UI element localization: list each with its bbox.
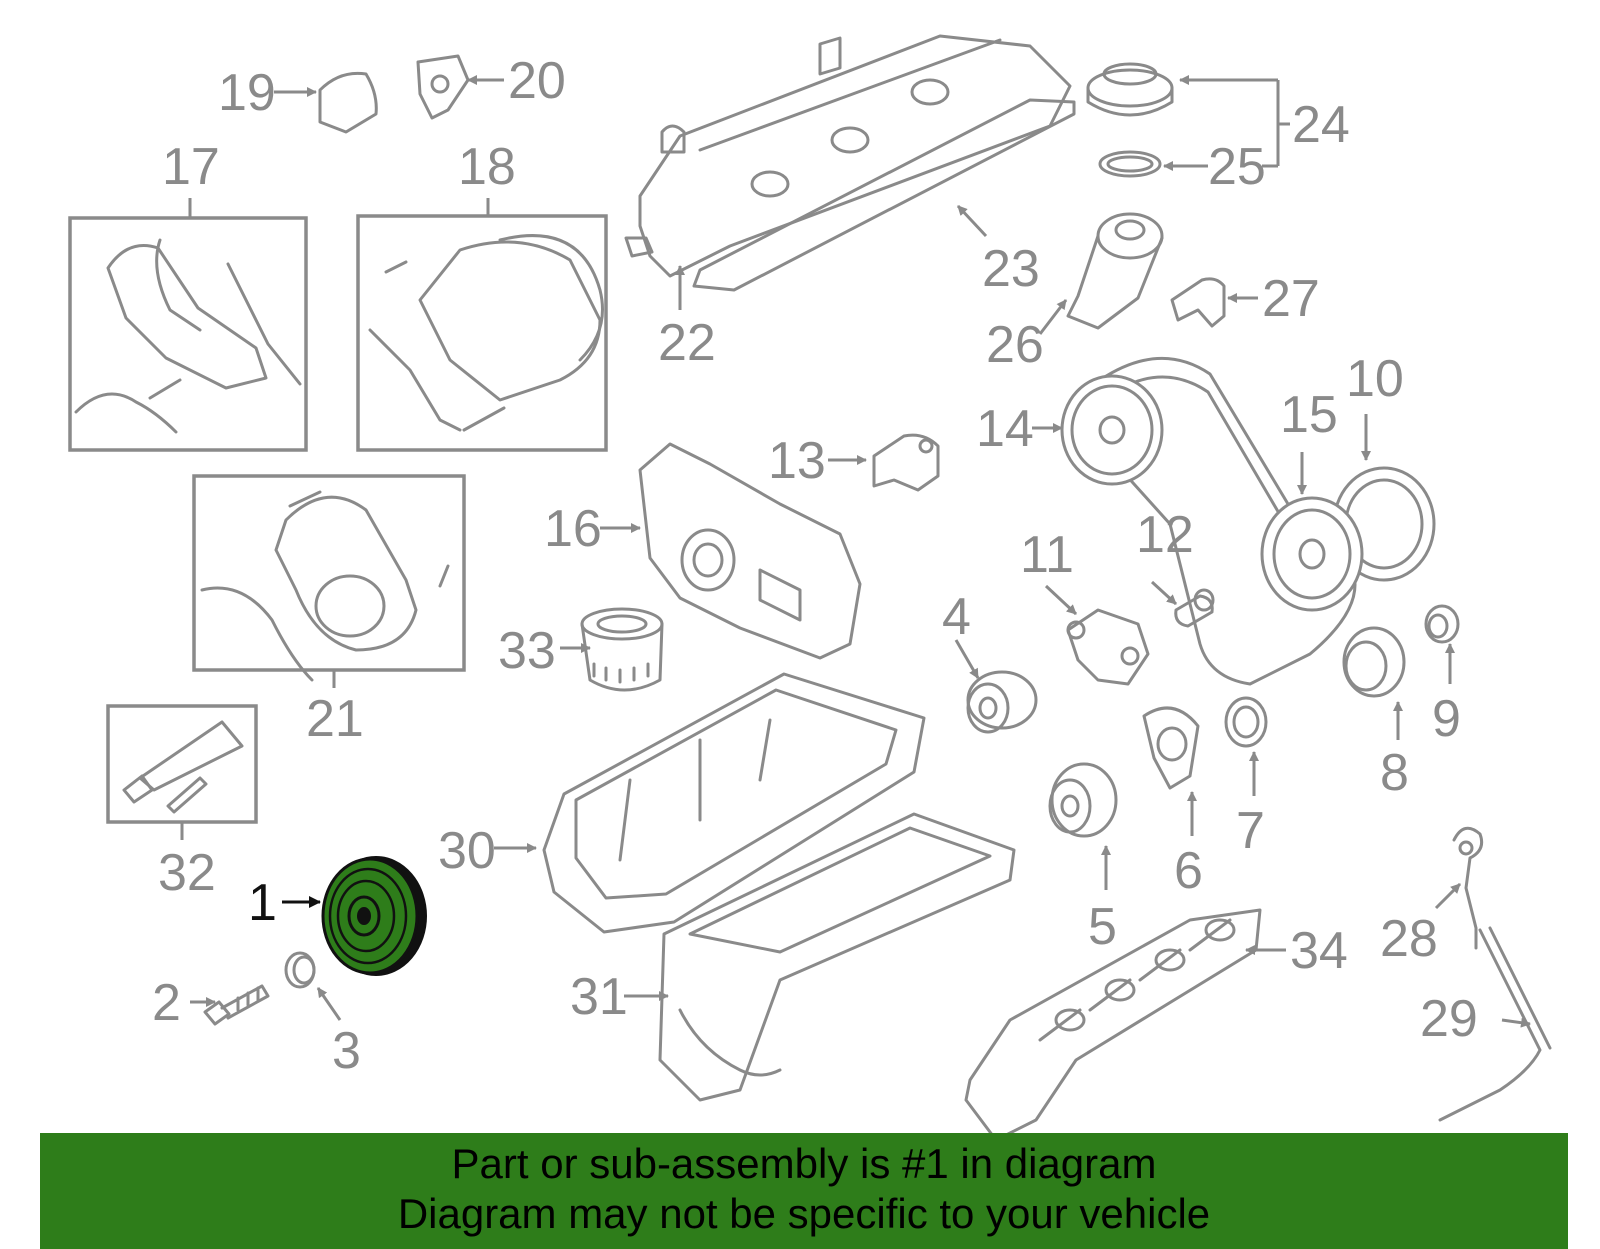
part-23-valve-cover-gasket [692,98,1076,292]
callout-23: 23 [982,240,1040,298]
callout-33: 33 [498,622,556,680]
callout-29: 29 [1420,990,1478,1048]
callout-17: 17 [162,138,220,196]
part-12-bolt [1174,588,1215,628]
part-19-cap [318,71,378,134]
callout-25: 25 [1208,138,1266,196]
callout-8: 8 [1380,744,1409,802]
part-25-cap-seal [1098,150,1162,178]
banner-line-disclaimer: Diagram may not be specific to your vehi… [397,1190,1211,1237]
callout-5: 5 [1088,898,1117,956]
part-5-crank-sprocket [1048,762,1118,838]
callout-9: 9 [1432,690,1461,748]
part-28-dipstick [1452,826,1484,950]
callout-22: 22 [658,314,716,372]
kit-box-17 [68,216,308,452]
part-2-bolt [203,984,270,1026]
part-15-sprocket [1260,496,1364,612]
callout-19: 19 [218,64,276,122]
kit-box-18 [356,214,608,452]
callout-6: 6 [1174,842,1203,900]
callout-18: 18 [458,138,516,196]
part-32-sealant-tube [122,720,244,814]
part-30-oil-pan-upper [542,672,926,934]
part-27-elbow-fitting [1170,277,1226,328]
part-20-bracket [416,54,470,120]
callout-11: 11 [1020,526,1074,584]
callout-10: 10 [1346,350,1404,408]
part-26-housing [1066,212,1164,330]
part-4-idler-pulley [966,670,1038,734]
callout-7: 7 [1236,802,1265,860]
part-8-pulley [1342,626,1406,698]
callout-4: 4 [942,588,971,646]
callout-34: 34 [1290,922,1348,980]
callout-32: 32 [158,844,216,902]
banner-line-part: Part or sub-assembly is #1 in diagram [451,1140,1157,1187]
callout-30: 30 [438,822,496,880]
part-3-washer [284,951,316,989]
callout-13: 13 [768,432,826,490]
callout-3: 3 [332,1022,361,1080]
part-21-rear-cover-gaskets [200,490,450,682]
callout-12: 12 [1136,506,1194,564]
info-banner: Part or sub-assembly is #1 in diagram Di… [40,1133,1568,1249]
part-18-timing-cover [368,234,604,432]
part-11-tensioner [1066,608,1150,686]
part-6-flange [1142,706,1200,790]
callout-28: 28 [1380,910,1438,968]
part-29-dipstick-tube [1438,926,1552,1122]
part-14-camshaft-sprocket [1060,374,1164,486]
part-33-oil-filter [580,607,664,692]
part-24-oil-filler-cap [1086,62,1174,117]
callout-24: 24 [1292,96,1350,154]
callout-26: 26 [986,316,1044,374]
part-17-timing-cover-gaskets [74,238,302,434]
callout-31: 31 [570,968,628,1026]
part-7-seal [1224,696,1268,748]
part-1-crankshaft-pulley[interactable] [321,856,427,976]
callout-14: 14 [976,400,1034,458]
callout-21: 21 [306,690,364,748]
callout-27: 27 [1262,270,1320,328]
part-31-oil-pan [658,812,1016,1102]
part-16-oil-pump [638,442,862,660]
callout-20: 20 [508,52,566,110]
kit-box-21 [192,474,466,672]
callout-2: 2 [152,974,181,1032]
callout-16: 16 [544,500,602,558]
part-13-sensor [872,433,940,492]
callout-15: 15 [1280,386,1338,444]
part-34-intake-manifold [964,908,1262,1142]
part-9-bushing [1424,604,1460,644]
callout-1: 1 [248,874,277,932]
